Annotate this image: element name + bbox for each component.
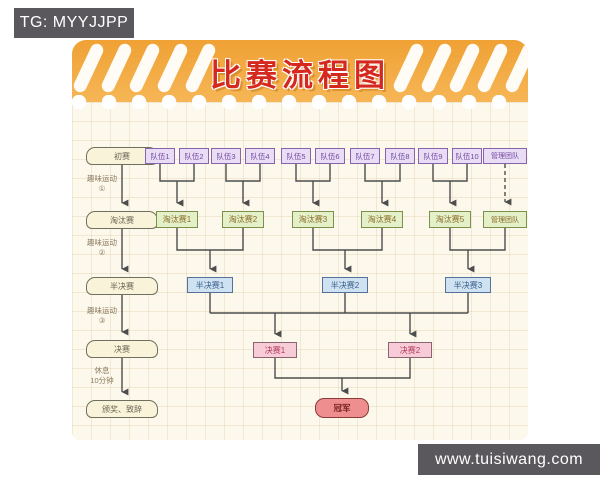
team-node-8: 队伍8	[385, 148, 415, 164]
team-node-9: 队伍9	[418, 148, 448, 164]
stage-awards: 颁奖、致辞	[86, 400, 158, 418]
team-node-1: 队伍1	[145, 148, 175, 164]
flowchart-card: 比赛流程图	[72, 40, 528, 440]
stage-semifinal: 半决赛	[86, 277, 158, 295]
stage-elimination: 淘汰赛	[86, 211, 158, 229]
team-node-7: 队伍7	[350, 148, 380, 164]
round1-node-management: 管理团队	[483, 211, 527, 228]
watermark: www.tuisiwang.com	[418, 444, 600, 475]
semifinal-node-1: 半决赛1	[187, 277, 233, 293]
title-banner: 比赛流程图	[72, 40, 528, 102]
team-node-10: 队伍10	[452, 148, 482, 164]
team-node-5: 队伍5	[281, 148, 311, 164]
round1-node-2: 淘汰赛2	[222, 211, 264, 228]
team-node-4: 队伍4	[245, 148, 275, 164]
semifinal-node-3: 半决赛3	[445, 277, 491, 293]
final-node-1: 决赛1	[253, 342, 297, 358]
tg-badge: TG: MYYJJPP	[14, 8, 134, 38]
round1-node-4: 淘汰赛4	[361, 211, 403, 228]
team-node-3: 队伍3	[211, 148, 241, 164]
team-node-2: 队伍2	[179, 148, 209, 164]
page-title: 比赛流程图	[210, 58, 390, 93]
round1-node-1: 淘汰赛1	[156, 211, 198, 228]
team-node-management: 管理团队	[483, 148, 527, 164]
perforation-dots	[72, 95, 522, 109]
stage-final: 决赛	[86, 340, 158, 358]
round1-node-5: 淘汰赛5	[429, 211, 471, 228]
champion-node: 冠军	[315, 398, 369, 418]
team-node-6: 队伍6	[315, 148, 345, 164]
semifinal-node-2: 半决赛2	[322, 277, 368, 293]
final-node-2: 决赛2	[388, 342, 432, 358]
round1-node-3: 淘汰赛3	[292, 211, 334, 228]
